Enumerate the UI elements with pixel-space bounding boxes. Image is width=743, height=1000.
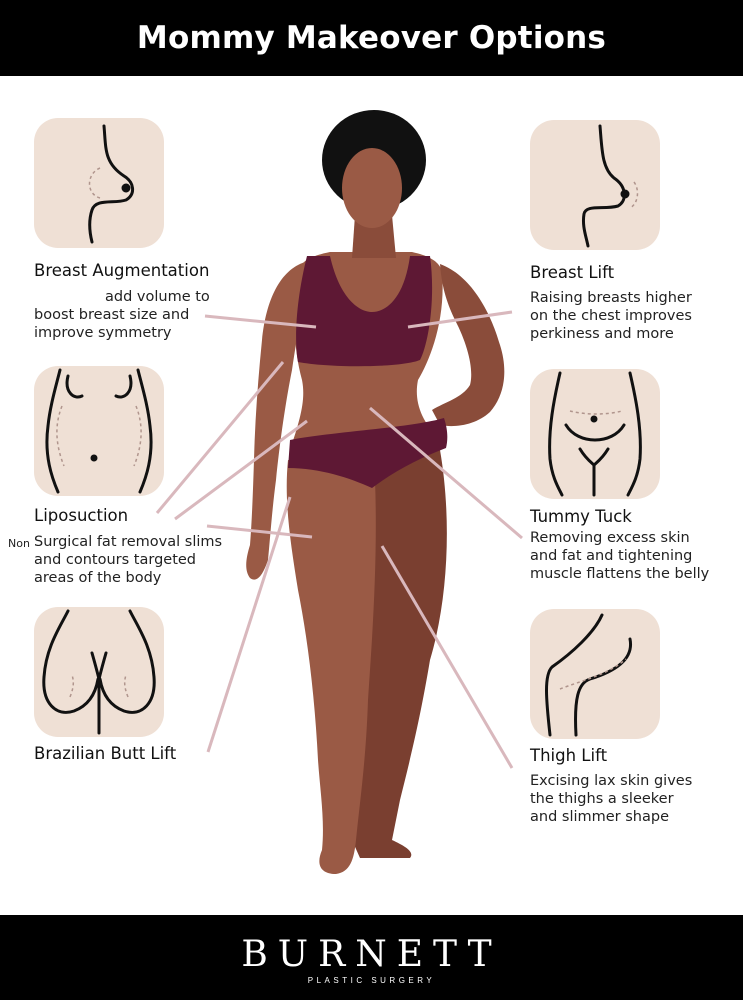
thigh-lift-desc: Excising lax skin gives the thighs a sle… bbox=[530, 773, 693, 825]
breast-lift-title: Breast Lift bbox=[530, 263, 615, 282]
brand-tagline: PLASTIC SURGERY bbox=[307, 976, 436, 985]
thigh-lift-icon bbox=[530, 609, 660, 739]
breast-augmentation-title: Breast Augmentation bbox=[34, 261, 210, 280]
bra-garment bbox=[296, 256, 433, 367]
pointer-liposuction-3 bbox=[206, 524, 313, 539]
breast-lift-icon bbox=[530, 120, 660, 250]
page-title: Mommy Makeover Options bbox=[136, 20, 607, 56]
breast-augmentation-icon bbox=[34, 118, 164, 248]
neck bbox=[352, 215, 396, 258]
pointer-tummy-tuck bbox=[369, 406, 523, 540]
right-leg bbox=[286, 460, 376, 874]
tummy-tuck-icon bbox=[530, 369, 660, 499]
header-bar: Mommy Makeover Options bbox=[0, 0, 743, 76]
liposuction-prefix: Non bbox=[8, 537, 30, 550]
breast-lift-desc: Raising breasts higher on the chest impr… bbox=[530, 290, 692, 342]
liposuction-title: Liposuction bbox=[34, 506, 129, 525]
breast-augmentation-desc-line1: add volume to bbox=[105, 289, 210, 305]
pointer-breast-lift bbox=[407, 310, 513, 329]
pointer-thigh-lift bbox=[380, 545, 514, 769]
tummy-tuck-desc: Removing excess skin and fat and tighten… bbox=[530, 530, 710, 582]
brazilian-butt-lift-title: Brazilian Butt Lift bbox=[34, 744, 177, 763]
torso bbox=[290, 252, 443, 450]
pointer-breast-augmentation bbox=[204, 314, 317, 329]
briefs-garment bbox=[288, 418, 448, 488]
left-leg bbox=[346, 450, 447, 858]
pointer-liposuction-2 bbox=[174, 419, 308, 521]
brazilian-butt-lift-icon bbox=[34, 607, 164, 737]
brand-logo-name: BURNETT bbox=[241, 934, 502, 975]
pointer-liposuction-1 bbox=[155, 361, 285, 514]
hair bbox=[322, 110, 426, 210]
footer-bar bbox=[0, 915, 743, 1000]
tummy-tuck-title: Tummy Tuck bbox=[530, 507, 632, 526]
thigh-lift-title: Thigh Lift bbox=[530, 746, 608, 765]
left-arm bbox=[246, 262, 305, 580]
breast-augmentation-desc: boost breast size and improve symmetry bbox=[34, 307, 190, 341]
liposuction-icon bbox=[34, 366, 164, 496]
face bbox=[342, 148, 402, 228]
liposuction-desc: Surgical fat removal slims and contours … bbox=[34, 534, 223, 586]
right-arm bbox=[432, 264, 505, 427]
